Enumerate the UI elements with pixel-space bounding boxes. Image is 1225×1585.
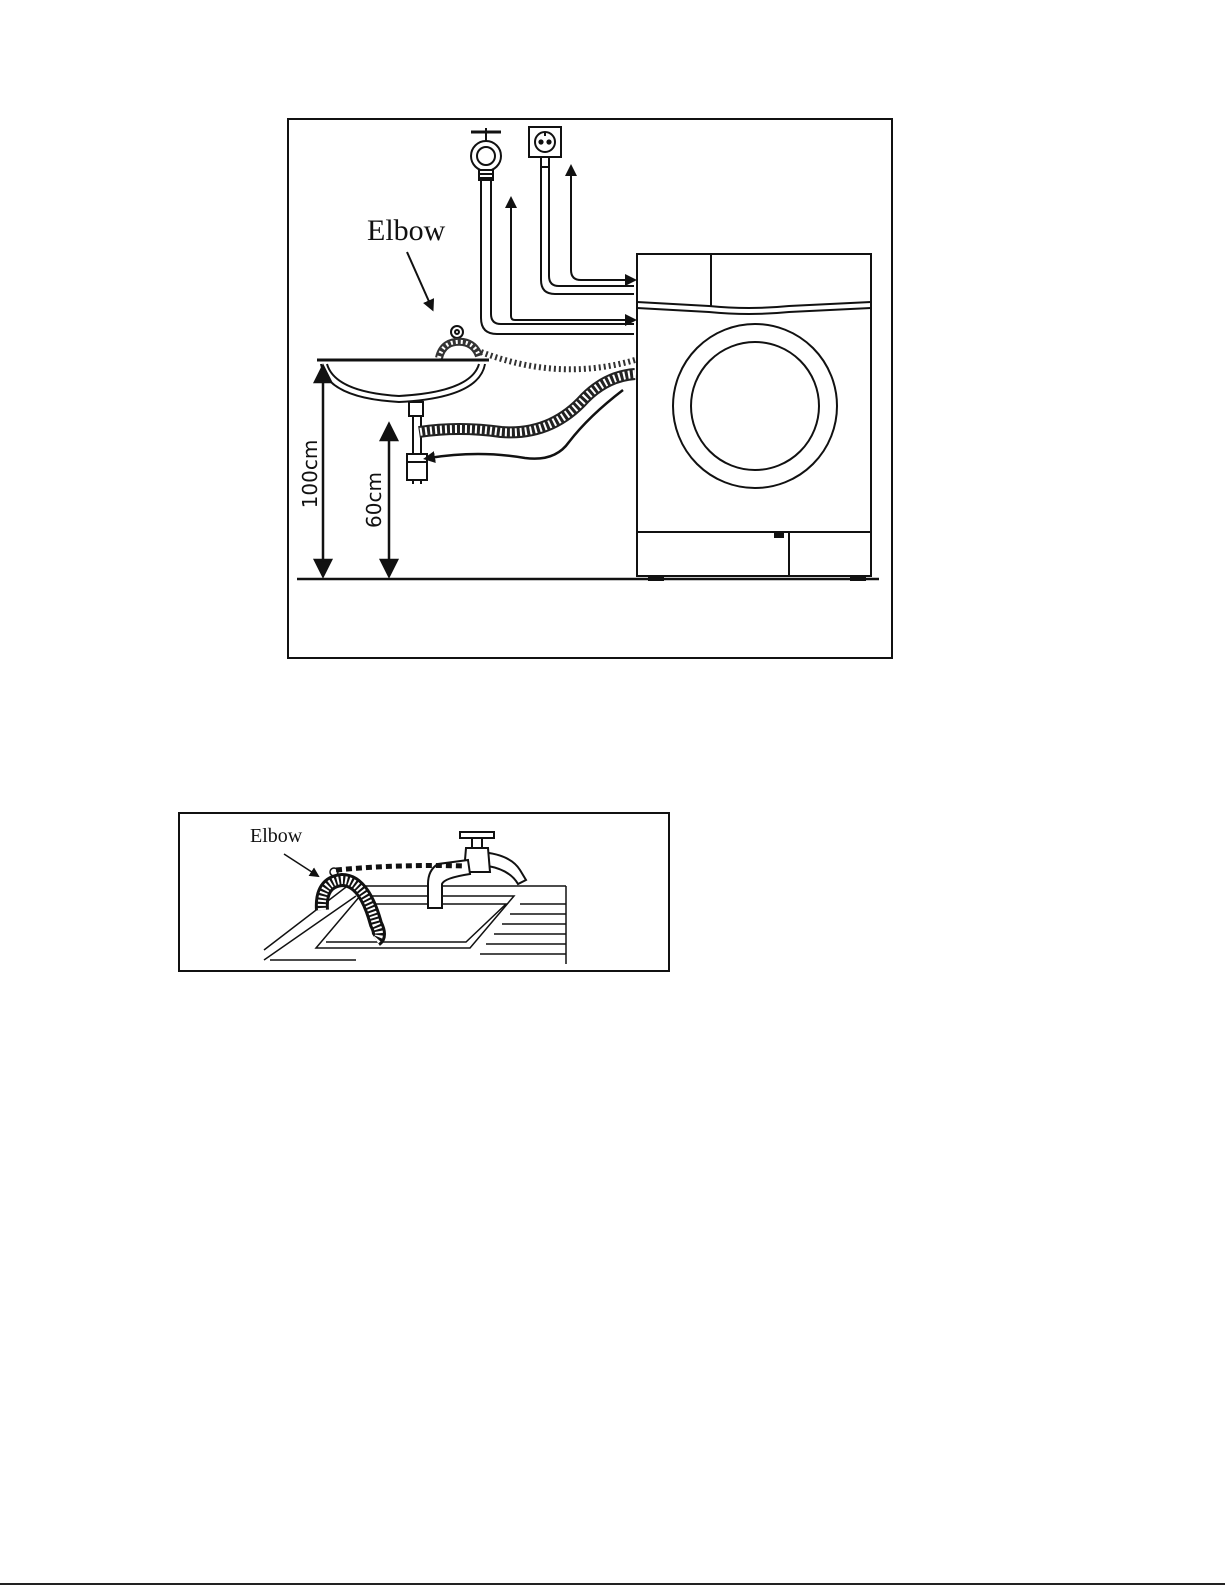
sink-basin	[317, 360, 489, 484]
installation-diagram-svg: Elbow 100cm 60cm	[289, 120, 891, 657]
elbow-fitting	[439, 326, 479, 358]
height-standpipe-label: 60cm	[362, 472, 386, 528]
connection-arrows	[511, 170, 631, 320]
power-cord	[541, 167, 634, 294]
elbow-pointer-arrow	[284, 854, 318, 876]
machine-door-window	[691, 342, 819, 470]
inlet-hose	[481, 180, 634, 334]
sink-elbow-diagram-svg: Elbow	[180, 814, 668, 970]
sink-elbow-diagram: Elbow	[178, 812, 670, 972]
drain-hose-option-sink	[481, 352, 635, 369]
drain-hose-standpipe	[419, 374, 635, 432]
installation-diagram: Elbow 100cm 60cm	[287, 118, 893, 659]
power-socket-icon	[529, 127, 561, 167]
machine-door	[673, 324, 837, 488]
water-tap-icon	[471, 128, 501, 180]
elbow-label: Elbow	[250, 825, 303, 847]
washing-machine	[637, 254, 871, 580]
elbow-pointer-arrow	[407, 252, 431, 306]
elbow-label: Elbow	[367, 214, 446, 247]
countertop	[264, 884, 566, 964]
height-sink-label: 100cm	[298, 440, 322, 509]
elbow-fitting	[322, 868, 379, 940]
